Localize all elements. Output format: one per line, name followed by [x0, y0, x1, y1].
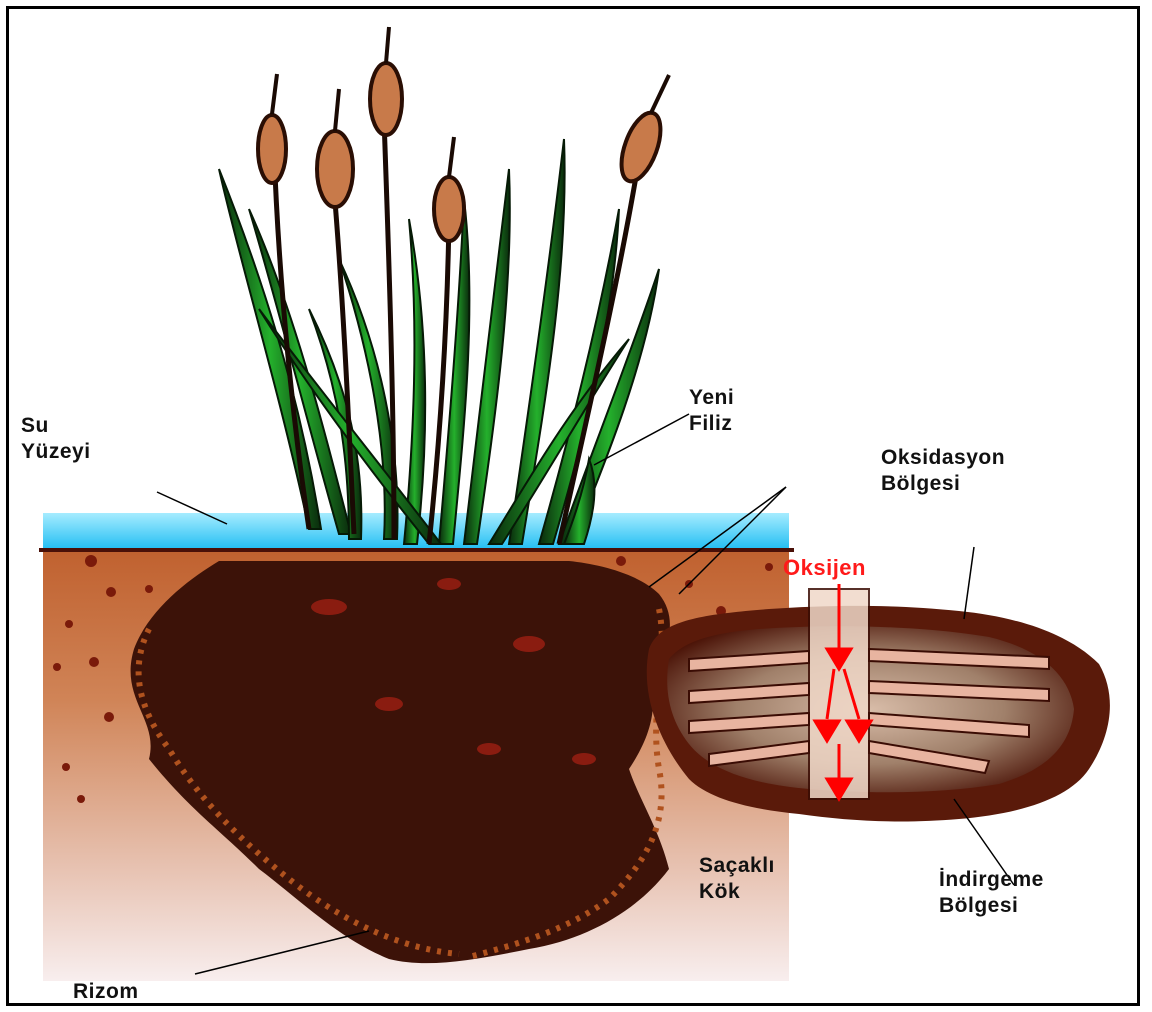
diagram-frame: Su Yüzeyi Yeni Filiz Oksidasyon Bölgesi …	[6, 6, 1140, 1006]
water-surface-label: Su Yüzeyi	[21, 413, 91, 465]
oxidation-zone-label: Oksidasyon Bölgesi	[881, 445, 1005, 497]
new-shoot-label-line1: Yeni	[689, 385, 734, 411]
fibrous-root-label: Saçaklı Kök	[699, 853, 775, 905]
water-surface-label-line1: Su	[21, 413, 91, 439]
root-zone-detail	[647, 584, 1110, 821]
new-shoot-label-line2: Filiz	[689, 411, 734, 437]
fibrous-root-label-line2: Kök	[699, 879, 775, 905]
new-shoot-label: Yeni Filiz	[689, 385, 734, 437]
water-surface-label-line2: Yüzeyi	[21, 439, 91, 465]
reduction-zone-label: İndirgeme Bölgesi	[939, 867, 1044, 919]
fibrous-root-label-line1: Saçaklı	[699, 853, 775, 879]
oxygen-label: Oksijen	[783, 555, 866, 581]
reduction-zone-label-line1: İndirgeme	[939, 867, 1044, 893]
reduction-zone-label-line2: Bölgesi	[939, 893, 1044, 919]
cattail-heads	[258, 63, 668, 241]
rhizome-label: Rizom	[73, 979, 139, 1005]
oxidation-zone-label-line1: Oksidasyon	[881, 445, 1005, 471]
wetland-plant-illustration	[9, 9, 1140, 1006]
oxidation-zone-label-line2: Bölgesi	[881, 471, 1005, 497]
